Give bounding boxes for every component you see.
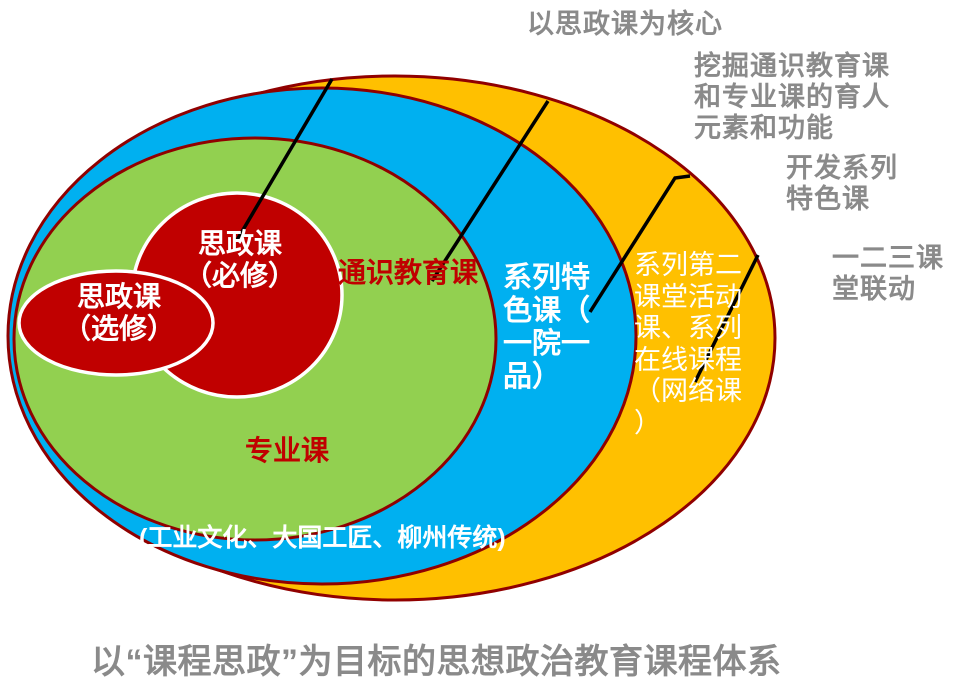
callout-line-develop (588, 174, 691, 313)
callout-label-linkage: 一二三课 堂联动 (832, 243, 944, 304)
callout-label-excavate: 挖掘通识教育课 和专业课的育人 元素和功能 (694, 51, 890, 143)
callout-line-excavate (430, 100, 550, 282)
region-label-second-classroom: 系列第二 课堂活动 课、系列 在线课程 （网络课 ） (634, 250, 742, 439)
region-label-ideology-elective: 思政课 （选修） (62, 281, 175, 344)
callout-label-develop: 开发系列 特色课 (786, 153, 898, 214)
callout-label-core: 以思政课为核心 (527, 9, 723, 39)
slide-title: 以“课程思政”为目标的思想政治教育课程体系 (91, 643, 782, 681)
region-label-major-note: (工业文化、大国工匠、柳州传统) (139, 524, 506, 552)
region-label-general-education: 通识教育课 (338, 257, 479, 288)
callout-line-linkage (693, 254, 760, 383)
ellipse-ideology-elective (17, 269, 215, 377)
region-label-ideology-required: 思政课 （必修） (183, 228, 296, 291)
callout-line-core (235, 78, 334, 241)
region-label-featured-courses: 系列特 色课（ 一院一 品） (503, 262, 591, 393)
region-label-major-courses: 专业课 (245, 435, 330, 466)
